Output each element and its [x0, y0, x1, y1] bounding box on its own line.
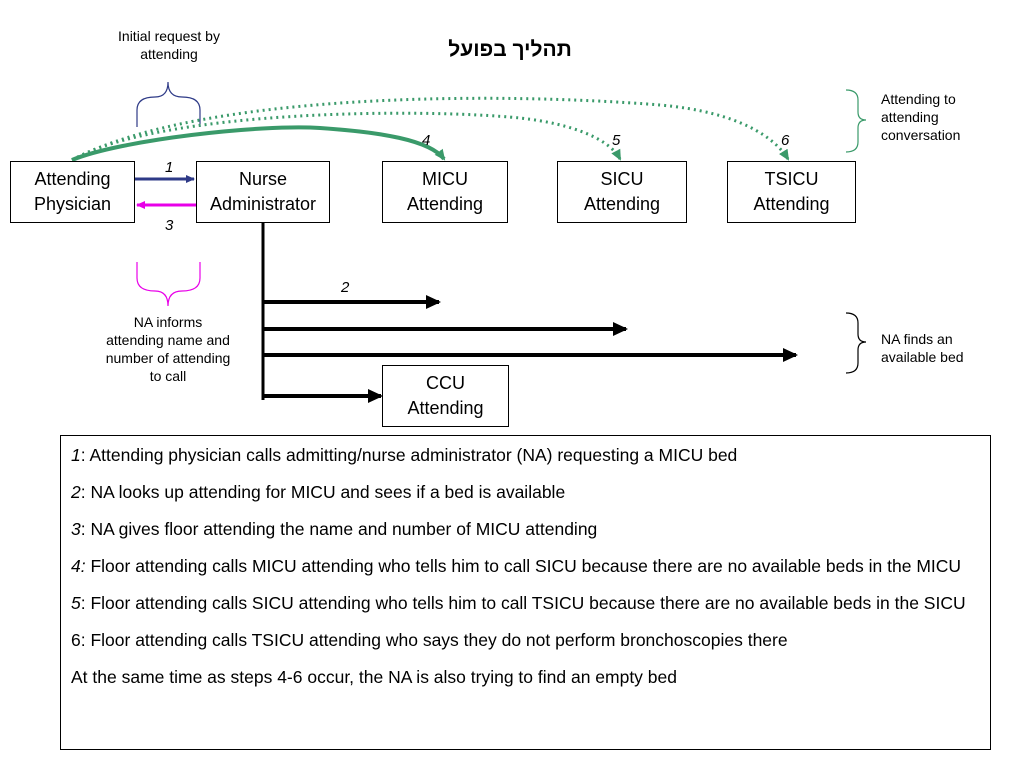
- steps-explanation-box: 1: Attending physician calls admitting/n…: [60, 435, 991, 750]
- step-label-1: 1: [165, 159, 174, 176]
- brace-na-informs: [136, 262, 201, 307]
- node-tsicu-attending: TSICU Attending: [727, 161, 856, 223]
- node-attending-physician: Attending Physician: [10, 161, 135, 223]
- annotation-na-finds-bed: NA finds an available bed: [881, 331, 964, 365]
- note-step: 6: Floor attending calls TSICU attending…: [71, 629, 980, 652]
- step-label-4: 4: [422, 132, 431, 149]
- note-step: 4: Floor attending calls MICU attending …: [71, 555, 980, 578]
- node-label: TSICU Attending: [753, 169, 830, 214]
- brace-na-finds-bed: [845, 312, 867, 374]
- note-key: 2: [71, 482, 81, 502]
- annotation-na-informs: NA informs attending name and number of …: [105, 314, 231, 384]
- node-sicu-attending: SICU Attending: [557, 161, 687, 223]
- note-step: 1: Attending physician calls admitting/n…: [71, 444, 980, 467]
- node-label: Attending Physician: [33, 169, 112, 214]
- node-label: MICU Attending: [406, 169, 484, 214]
- annotation-attending-conversation: Attending to attending conversation: [881, 91, 961, 143]
- annotation-initial-request: Initial request by attending: [118, 28, 220, 62]
- note-text: At the same time as steps 4-6 occur, the…: [71, 667, 677, 687]
- note-text: : NA gives floor attending the name and …: [80, 519, 598, 539]
- note-text: : Floor attending calls SICU attending w…: [80, 593, 966, 613]
- note-step: 5: Floor attending calls SICU attending …: [71, 592, 980, 615]
- note-step: 3: NA gives floor attending the name and…: [71, 518, 980, 541]
- note-key: 3: [71, 519, 81, 539]
- note-key: 5: [71, 593, 81, 613]
- note-text: : Attending physician calls admitting/nu…: [80, 445, 738, 465]
- node-label: CCU Attending: [407, 373, 484, 418]
- step-label-6: 6: [781, 132, 790, 149]
- arrow-step-6-to-tsicu: [71, 96, 790, 162]
- step-label-2: 2: [341, 279, 350, 296]
- node-label: Nurse Administrator: [209, 169, 317, 214]
- step-label-5: 5: [612, 132, 621, 149]
- note-text: : Floor attending calls TSICU attending …: [80, 630, 788, 650]
- slide-title: תהליך בפועל: [448, 38, 572, 61]
- note-key: 6: [71, 630, 81, 650]
- node-label: SICU Attending: [583, 169, 661, 214]
- node-nurse-administrator: Nurse Administrator: [196, 161, 330, 223]
- note-step: At the same time as steps 4-6 occur, the…: [71, 666, 980, 689]
- node-micu-attending: MICU Attending: [382, 161, 508, 223]
- brace-initial-request: [136, 81, 201, 127]
- arrow-step-4-to-micu: [71, 125, 446, 162]
- note-text: Floor attending calls MICU attending who…: [85, 556, 962, 576]
- note-step: 2: NA looks up attending for MICU and se…: [71, 481, 980, 504]
- node-ccu-attending: CCU Attending: [382, 365, 509, 427]
- note-key: 4:: [71, 556, 86, 576]
- note-key: 1: [71, 445, 81, 465]
- step-label-3: 3: [165, 217, 174, 234]
- note-text: : NA looks up attending for MICU and see…: [80, 482, 566, 502]
- brace-attending-conversation: [845, 89, 867, 153]
- arrow-step-5-to-sicu: [71, 111, 622, 162]
